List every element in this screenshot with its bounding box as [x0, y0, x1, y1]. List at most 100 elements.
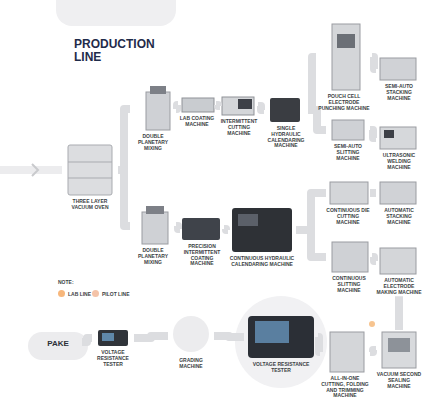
- tester-icon: [248, 316, 314, 358]
- machine-label: DOUBLE PLANETARY MIXING: [130, 134, 176, 151]
- flow-band: [372, 57, 376, 69]
- machine-label: ULTRASONIC WELDING MACHINE: [376, 153, 422, 170]
- machine-node: AUTOMATIC STACKING MACHINE: [376, 180, 422, 226]
- machine-node: VOLTAGE RESISTANCE TESTER: [244, 314, 318, 375]
- diecutter-icon: [330, 182, 368, 204]
- machine-label: SEMI-AUTO STACKING MACHINE: [376, 84, 422, 101]
- flow-band: [308, 110, 326, 130]
- machine-node: THREE LAYER VACUUM OVEN: [62, 143, 118, 212]
- folder-icon: [330, 332, 364, 372]
- machine-node: CONTINUOUS DIE CUTTING MACHINE: [326, 180, 370, 226]
- flow-band: [134, 336, 168, 338]
- note-label: NOTE:: [58, 279, 74, 285]
- mixer-icon: [146, 206, 164, 214]
- flow-band: [370, 189, 376, 197]
- line-dot: [369, 321, 375, 327]
- flow-band: [370, 350, 376, 352]
- electrode-icon: [380, 248, 416, 274]
- machine-node: DOUBLE PLANETARY MIXING: [130, 206, 176, 266]
- sealer-icon: [382, 332, 416, 368]
- machine-label: VACUUM SECOND SEALING MACHINE: [376, 372, 422, 389]
- machine-node: ULTRASONIC WELDING MACHINE: [376, 125, 422, 171]
- machine-label: AUTOMATIC ELECTRODE MAKING MACHINE: [376, 278, 422, 295]
- pack-label: PAKE: [34, 339, 82, 348]
- machine-node: AUTOMATIC ELECTRODE MAKING MACHINE: [376, 246, 422, 296]
- machine-node: LAB COATING MACHINE: [178, 96, 216, 129]
- slitter-icon: [332, 242, 368, 272]
- cutter-icon: [238, 99, 252, 109]
- machine-label: CONTINUOUS HYDRAULIC CALENDARING MACHINE: [228, 256, 296, 268]
- machine-label: DOUBLE PLANETARY MIXING: [130, 248, 176, 265]
- machine-label: VOLTAGE RESISTANCE TESTER: [92, 350, 134, 367]
- legend-text: LAB LINE: [68, 291, 91, 297]
- machine-label: INTERMITTENT CUTTING MACHINE: [220, 119, 258, 136]
- calender-icon: [238, 214, 258, 226]
- cutter-icon: [222, 97, 254, 115]
- machine-label: POUCH CELL ELECTRODE PUNCHING MACHINE: [316, 94, 372, 111]
- flow-band: [224, 229, 228, 230]
- flow-band: [318, 337, 320, 352]
- machine-label: SINGLE HYDRAULIC CALENDARING MACHINE: [264, 126, 308, 149]
- machine-label: LAB COATING MACHINE: [178, 116, 216, 128]
- flow-band: [296, 193, 326, 230]
- tester-icon: [255, 321, 289, 343]
- coater-icon: [182, 98, 214, 112]
- flow-band: [258, 106, 264, 110]
- legend-swatch: [92, 290, 99, 297]
- machine-label: THREE LAYER VACUUM OVEN: [62, 199, 118, 211]
- mixer-icon: [142, 212, 168, 244]
- machine-node: CONTINUOUS HYDRAULIC CALENDARING MACHINE: [228, 206, 296, 269]
- tester-icon: [98, 330, 128, 346]
- flow-band: [176, 226, 180, 229]
- slitter-icon: [332, 120, 364, 140]
- oven-icon: [68, 162, 112, 163]
- tester-circle: [235, 296, 327, 388]
- title-band: [56, 0, 176, 26]
- calender-icon: [232, 208, 292, 252]
- oven-icon: [68, 178, 112, 179]
- stacker-icon: [380, 182, 416, 204]
- flow-band: [214, 336, 244, 337]
- machine-node: GRADING MACHINE: [168, 316, 214, 371]
- machine-label: SEMI-AUTO SLITTING MACHINE: [326, 144, 370, 161]
- welder-icon: [384, 130, 394, 138]
- coater-icon: [182, 218, 220, 240]
- flow-band: [216, 105, 220, 106]
- legend-swatch: [58, 290, 65, 297]
- mixer-icon: [150, 86, 166, 94]
- machine-node: CONTINUOUS SLITTING MACHINE: [326, 240, 372, 294]
- machine-label: GRADING MACHINE: [168, 358, 214, 370]
- machine-node: DOUBLE PLANETARY MIXING: [130, 86, 176, 152]
- machine-label: PRECISION INTERMITTENT COATING MACHINE: [180, 244, 224, 267]
- entry-chevron: [32, 164, 38, 176]
- oven-icon: [68, 145, 112, 195]
- flow-band: [308, 57, 316, 110]
- mixer-icon: [146, 92, 170, 130]
- flow-band: [176, 105, 178, 109]
- machine-label: AUTOMATIC STACKING MACHINE: [376, 208, 422, 225]
- machine-label: CONTINUOUS DIE CUTTING MACHINE: [326, 208, 370, 225]
- tester-icon: [102, 333, 114, 341]
- flow-band: [370, 130, 376, 138]
- machine-node: VACUUM SECOND SEALING MACHINE: [376, 330, 422, 390]
- flow-band: [118, 170, 130, 226]
- machine-label: ALL-IN-ONE CUTTING, FOLDING AND TRIMMING…: [320, 376, 370, 399]
- machine-node: PRECISION INTERMITTENT COATING MACHINE: [180, 216, 224, 268]
- flow-band: [372, 257, 376, 261]
- sealer-icon: [388, 338, 410, 352]
- machine-label: CONTINUOUS SLITTING MACHINE: [326, 276, 372, 293]
- machine-node: SEMI-AUTO STACKING MACHINE: [376, 56, 422, 102]
- legend-text: PILOT LINE: [102, 291, 130, 297]
- flow-band: [296, 230, 326, 257]
- diagram-title: PRODUCTION LINE: [74, 38, 166, 64]
- machine-node: VOLTAGE RESISTANCE TESTER: [92, 328, 134, 368]
- flow-band: [395, 296, 403, 330]
- machine-node: POUCH CELL ELECTRODE PUNCHING MACHINE: [316, 22, 372, 112]
- pack-node: PAKE: [34, 335, 82, 349]
- punch-icon: [332, 24, 360, 90]
- flow-band: [82, 338, 92, 342]
- machine-node: INTERMITTENT CUTTING MACHINE: [220, 95, 258, 137]
- entry-band: [0, 166, 62, 174]
- welder-icon: [380, 127, 416, 149]
- pack-pill: [28, 332, 88, 360]
